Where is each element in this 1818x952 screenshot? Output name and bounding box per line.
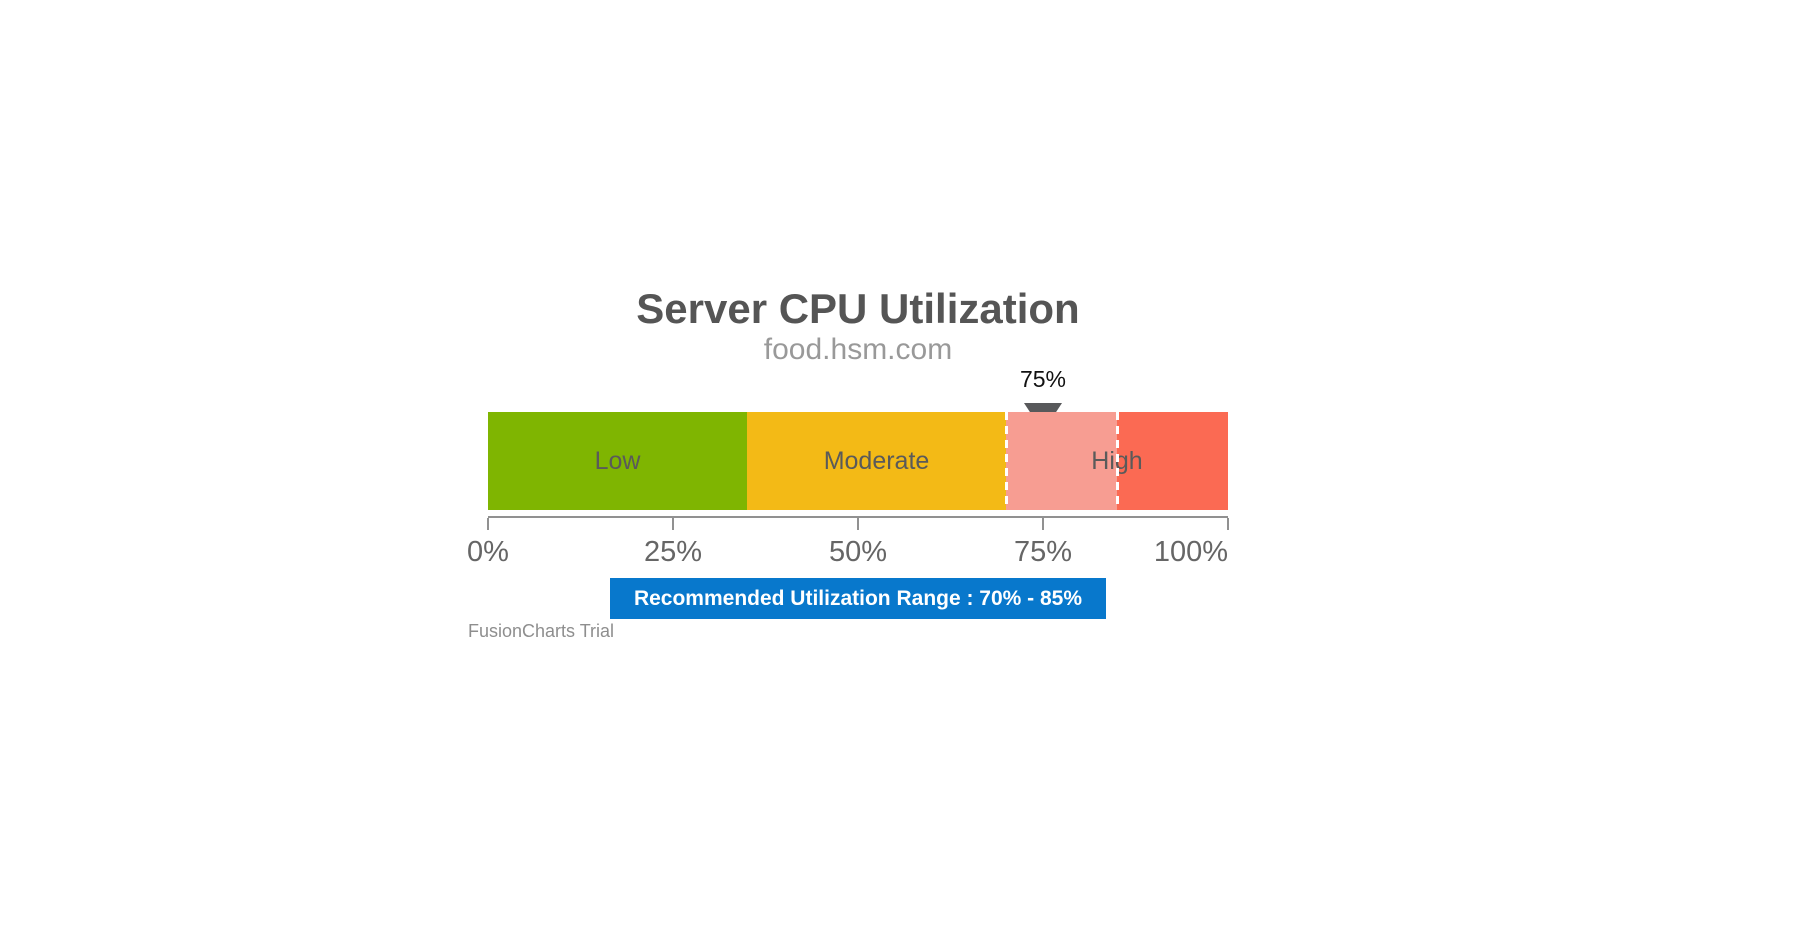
fusioncharts-trial-watermark-link[interactable]: FusionCharts Trial [468,621,615,641]
axis-line [488,516,1228,518]
tick-label-0: 0% [467,536,509,568]
caption-banner-row: Recommended Utilization Range : 70% - 85… [488,578,1228,619]
chart-title: Server CPU Utilization [636,285,1080,332]
tick-25 [672,518,674,530]
range-label-moderate: Moderate [823,446,930,475]
range-band-moderate: Moderate [747,412,1006,510]
tick-label-100: 100% [1153,536,1228,568]
tick-100 [1227,518,1229,530]
range-band-high [1117,412,1228,510]
recommended-trend-zone [1006,412,1117,510]
tick-0 [487,518,489,530]
tick-label-50: 50% [828,536,888,568]
range-label-low: Low [594,446,641,475]
pointer-value-label: 75% [1019,366,1067,392]
tick-75 [1042,518,1044,530]
chart-subtitle: food.hsm.com [763,333,953,366]
tick-50 [857,518,859,530]
trend-zone-start-dashed-line [1004,412,1008,510]
caption-banner: Recommended Utilization Range : 70% - 85… [609,578,1107,619]
tick-label-25: 25% [643,536,703,568]
trend-zone-end-dashed-line [1115,412,1119,510]
range-band-low: Low [488,412,747,510]
gauge-bar: Low Moderate High [488,412,1228,510]
tick-label-75: 75% [1013,536,1073,568]
axis-tick-labels: 0% 25% 50% 75% 100% [467,534,1228,570]
